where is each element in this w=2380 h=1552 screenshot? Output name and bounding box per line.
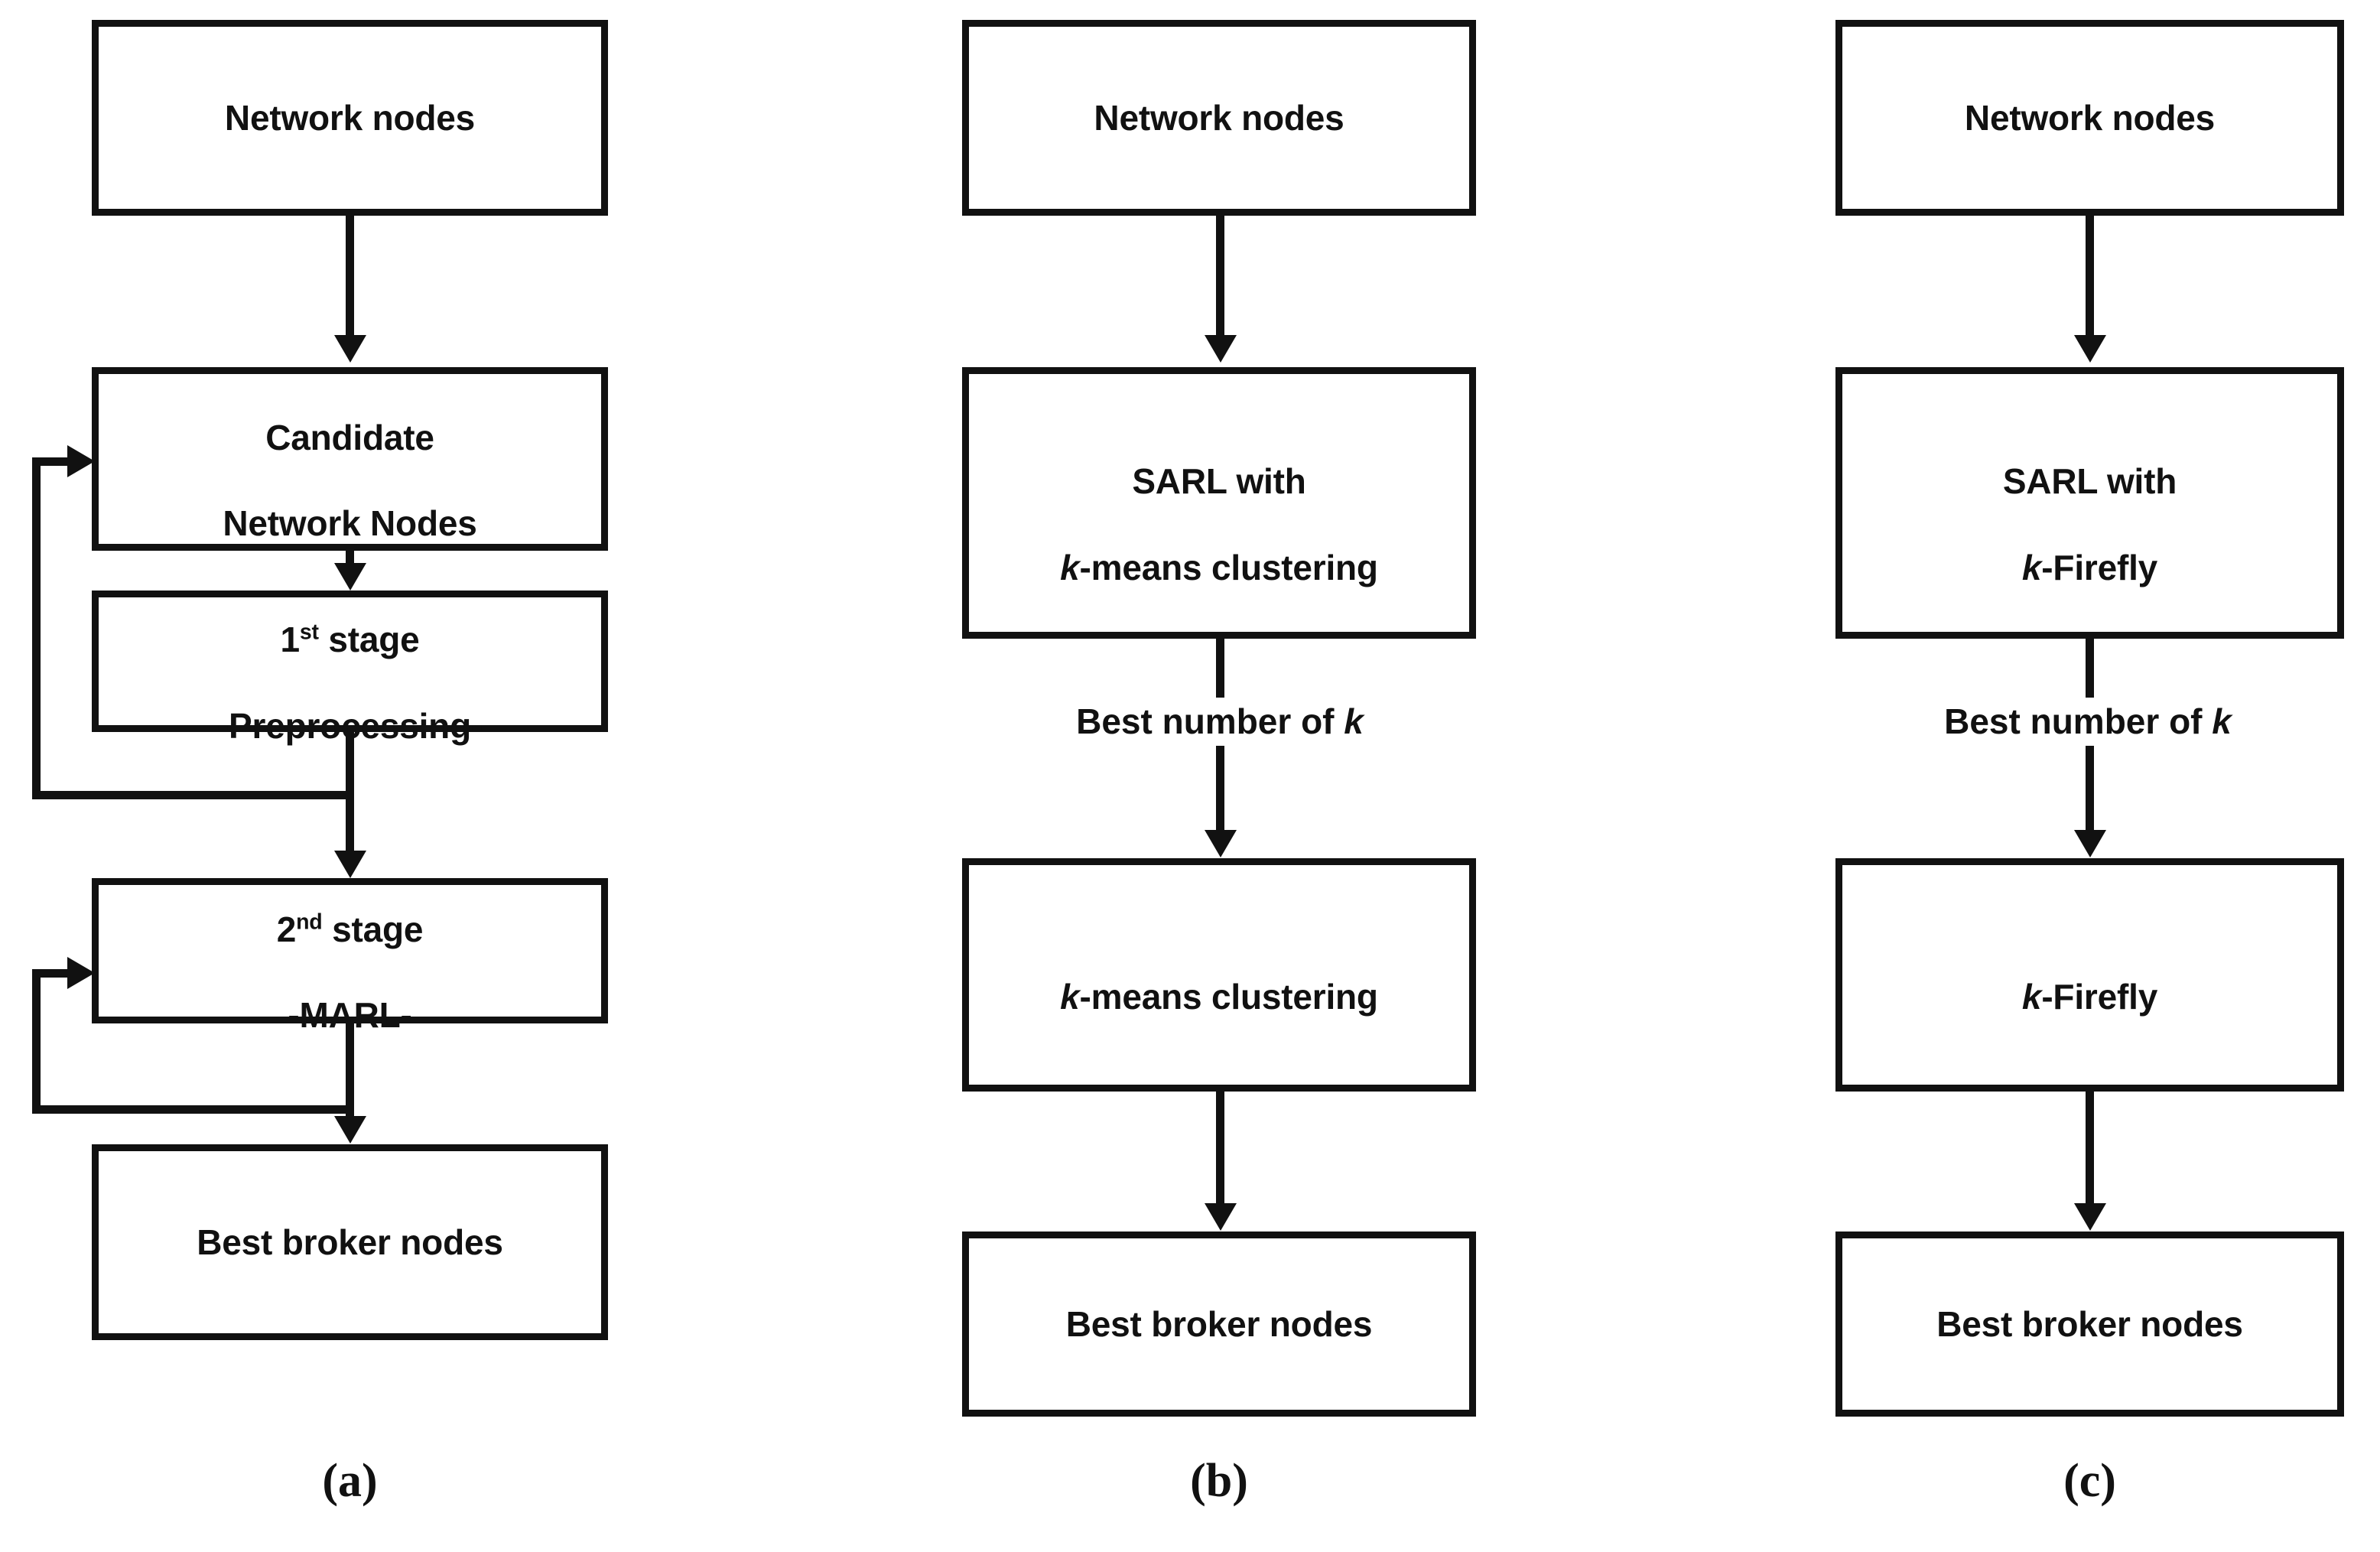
- panel-a-edge-3-line: [346, 732, 354, 854]
- panel-b-edge-3-line: [1216, 1092, 1224, 1206]
- panel-a-feedback-1-bottom: [32, 791, 350, 799]
- panel-c: Network nodes SARL with k-Firefly Best n…: [1797, 0, 2380, 1552]
- panel-c-box-sarl-kfirefly: SARL with k-Firefly: [1835, 367, 2344, 639]
- panel-b-sarl-kmeans-label: SARL with k-means clustering: [1052, 417, 1386, 588]
- panel-a-feedback-2-riser: [32, 969, 41, 1114]
- panel-b-best-number-of-text: Best number of: [1076, 701, 1344, 741]
- panel-b-box-sarl-kmeans: SARL with k-means clustering: [962, 367, 1476, 639]
- panel-a-edge-2-line: [346, 551, 354, 566]
- panel-c-kfirefly-rest: -Firefly: [2041, 976, 2158, 1017]
- panel-c-best-broker-label: Best broker nodes: [1936, 1303, 2243, 1344]
- panel-a-candidate-line1: Candidate: [265, 417, 434, 457]
- panel-a-box-best-broker-nodes: Best broker nodes: [92, 1144, 608, 1340]
- panel-c-sarl-line1: SARL with: [2002, 461, 2177, 502]
- panel-c-edge-2-label: Best number of k: [1885, 698, 2291, 746]
- panel-a-caption: (a): [322, 1455, 378, 1507]
- panel-b-best-broker-label: Best broker nodes: [1065, 1303, 1373, 1344]
- panel-a-stage2-sup: nd: [296, 909, 323, 935]
- panel-b-edge-1-line: [1216, 216, 1224, 338]
- panel-b-sarl-k-italic: k: [1060, 547, 1080, 587]
- panel-a-box-second-stage: 2nd stage -MARL-: [92, 878, 608, 1035]
- panel-a-first-stage-label: 1st stage -Preprocessing-: [210, 575, 490, 747]
- panel-c-box-best-broker-nodes: Best broker nodes: [1835, 1232, 2344, 1417]
- panel-b: Network nodes SARL with k-means clusteri…: [879, 0, 1797, 1552]
- panel-a-feedback-2-top: [32, 969, 87, 978]
- panel-c-network-nodes-label: Network nodes: [1964, 97, 2216, 138]
- panel-a-box-network-nodes: Network nodes: [92, 20, 608, 216]
- panel-a-best-broker-label: Best broker nodes: [197, 1222, 503, 1262]
- panel-a-feedback-1-riser: [32, 457, 41, 799]
- panel-a-feedback-1-arrowhead: [67, 445, 95, 477]
- panel-a-second-stage-label: 2nd stage -MARL-: [269, 865, 431, 1036]
- panel-a-feedback-1-top: [32, 457, 87, 466]
- panel-a-stage2-num: 2: [276, 909, 297, 949]
- panel-a-edge-4-line: [346, 1023, 354, 1121]
- panel-c-caption: (c): [2063, 1455, 2116, 1507]
- panel-b-network-nodes-label: Network nodes: [1094, 97, 1344, 138]
- panel-c-box-kfirefly: k-Firefly: [1835, 858, 2344, 1092]
- panel-c-sarl-k-italic: k: [2021, 547, 2042, 587]
- panel-a-edge-2-arrowhead: [334, 563, 366, 591]
- panel-b-kmeans-rest: -means clustering: [1079, 976, 1378, 1017]
- panel-c-edge-3-arrowhead: [2074, 1203, 2106, 1231]
- panel-a-box-first-stage: 1st stage -Preprocessing-: [92, 591, 608, 746]
- panel-c-kfirefly-k-italic: k: [2021, 976, 2042, 1017]
- panel-b-box-network-nodes: Network nodes: [962, 20, 1476, 216]
- panel-b-kmeans-label: k-means clustering: [1052, 932, 1386, 1017]
- panel-a-edge-1-line: [346, 216, 354, 338]
- panel-a-edge-1-arrowhead: [334, 335, 366, 363]
- panel-b-edge-2-arrowhead: [1205, 830, 1237, 857]
- panel-a-feedback-2-bottom: [32, 1105, 350, 1114]
- panel-b-edge-1-arrowhead: [1205, 335, 1237, 363]
- panel-a-candidate-line2: Network Nodes: [223, 503, 477, 544]
- panel-c-best-number-of-text: Best number of: [1944, 701, 2213, 741]
- panel-a-network-nodes-label: Network nodes: [224, 97, 476, 138]
- panel-c-edge-1-arrowhead: [2074, 335, 2106, 363]
- panel-a-stage1-word: stage: [318, 620, 420, 660]
- panel-b-edge-2-label: Best number of k: [1017, 698, 1422, 746]
- panel-a-feedback-2-arrowhead: [67, 957, 95, 989]
- panel-c-edge-2-arrowhead: [2074, 830, 2106, 857]
- panel-b-sarl-rest: -means clustering: [1079, 547, 1378, 587]
- panel-b-best-number-k-italic: k: [1344, 701, 1364, 741]
- panel-b-box-best-broker-nodes: Best broker nodes: [962, 1232, 1476, 1417]
- panel-a-edge-4-arrowhead: [334, 1116, 366, 1144]
- panel-c-kfirefly-label: k-Firefly: [2014, 932, 2165, 1017]
- panel-a: Network nodes Candidate Network Nodes 1s…: [0, 0, 879, 1552]
- panel-c-edge-3-line: [2086, 1092, 2094, 1206]
- panel-c-sarl-rest: -Firefly: [2041, 547, 2158, 587]
- panel-c-box-network-nodes: Network nodes: [1835, 20, 2344, 216]
- panel-b-box-kmeans-clustering: k-means clustering: [962, 858, 1476, 1092]
- panel-a-stage1-num: 1: [280, 620, 300, 660]
- panel-b-kmeans-k-italic: k: [1060, 976, 1080, 1017]
- panel-c-sarl-kfirefly-label: SARL with k-Firefly: [1995, 417, 2184, 588]
- panel-b-sarl-line1: SARL with: [1132, 461, 1306, 502]
- panel-c-best-number-k-italic: k: [2212, 701, 2232, 741]
- panel-a-stage2-word: stage: [322, 909, 424, 949]
- panel-a-box-candidate-network-nodes: Candidate Network Nodes: [92, 367, 608, 551]
- panel-a-stage1-sup: st: [299, 620, 319, 646]
- panel-c-edge-1-line: [2086, 216, 2094, 338]
- panel-b-caption: (b): [1190, 1455, 1248, 1507]
- panel-b-edge-3-arrowhead: [1205, 1203, 1237, 1231]
- panel-a-edge-3-arrowhead: [334, 851, 366, 878]
- panel-a-candidate-label: Candidate Network Nodes: [215, 373, 484, 545]
